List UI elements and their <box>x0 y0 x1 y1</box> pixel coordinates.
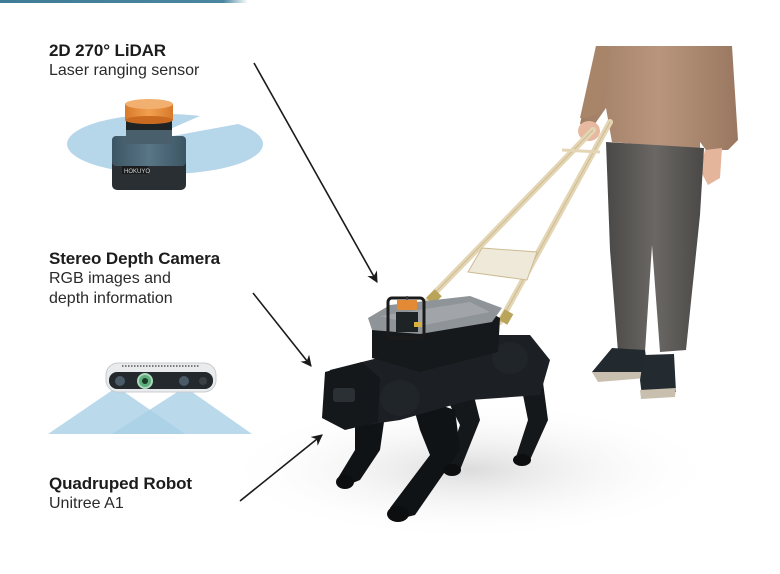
robot-label-subtitle: Unitree A1 <box>49 495 124 512</box>
depth-camera-illustration <box>48 362 252 434</box>
camera-label-title: Stereo Depth Camera <box>49 249 220 268</box>
header-accent-bar <box>0 0 248 3</box>
camera-fov-right <box>112 387 252 434</box>
robot-label-title: Quadruped Robot <box>49 474 192 493</box>
floor-shadow <box>220 400 720 540</box>
robot-label: Quadruped Robot Unitree A1 <box>49 474 192 514</box>
lidar-label-title: 2D 270° LiDAR <box>49 41 166 60</box>
quadruped-robot-illustration <box>322 296 550 522</box>
camera-label-subtitle-line2: depth information <box>49 290 173 307</box>
camera-label: Stereo Depth Camera RGB images and depth… <box>49 249 220 309</box>
lidar-illustration: HOKUYO <box>67 99 264 190</box>
handle-illustration <box>425 119 613 325</box>
person-illustration <box>578 46 738 399</box>
camera-arrow <box>252 292 312 367</box>
lidar-label-subtitle: Laser ranging sensor <box>49 62 200 79</box>
robot-arrow <box>239 434 323 502</box>
lidar-arrow <box>253 62 378 283</box>
annotation-arrows <box>239 62 378 502</box>
camera-label-subtitle-line1: RGB images and <box>49 270 171 287</box>
lidar-label: 2D 270° LiDAR Laser ranging sensor <box>49 41 199 81</box>
lidar-brand-text: HOKUYO <box>124 169 150 175</box>
